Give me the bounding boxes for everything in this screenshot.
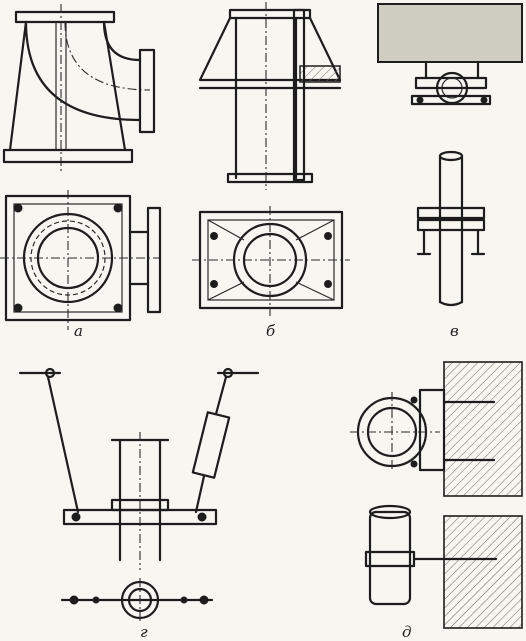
- g-plan-bolt: [92, 596, 100, 604]
- g-rod-right-lower: [194, 474, 206, 514]
- label-v: в: [450, 322, 459, 340]
- view-b-tee-support: б: [192, 2, 350, 340]
- b-bolt: [210, 280, 218, 288]
- b-plan-rib: [207, 281, 245, 301]
- v-concrete-slab: [377, 3, 523, 63]
- b-plan-rib: [207, 219, 245, 241]
- b-bolt: [210, 232, 218, 240]
- a-side-flange: [138, 48, 156, 134]
- a-bolt: [113, 303, 123, 313]
- b-plan-rib: [295, 281, 335, 301]
- v-pipe-bottom: [438, 300, 464, 307]
- d-pipe-side: [368, 510, 412, 606]
- view-a-elbow-support: а: [0, 4, 162, 340]
- d-wall-upper: [443, 361, 523, 497]
- a-bolt: [13, 203, 23, 213]
- a-plan-side-flange: [146, 206, 162, 314]
- g-bolt: [71, 512, 81, 522]
- d-bolt: [410, 460, 418, 468]
- label-g: г: [140, 623, 148, 641]
- a-leg-left: [8, 20, 28, 152]
- g-plan-pipe: [127, 587, 153, 613]
- v-pipe-bore: [441, 77, 463, 99]
- b-bracket-section: [299, 65, 341, 83]
- v-bolt: [480, 96, 488, 104]
- a-elbow-axis: [64, 21, 151, 91]
- g-plan-bolt: [199, 595, 209, 605]
- d-wall-lower: [443, 515, 523, 629]
- g-plan-bolt: [69, 595, 79, 605]
- a-bolt: [113, 203, 123, 213]
- b-bracket: [198, 16, 342, 82]
- b-bottom-flange: [226, 172, 314, 184]
- d-bolt: [410, 396, 418, 404]
- g-plan-bolt: [180, 596, 188, 604]
- g-rod-left: [46, 375, 80, 514]
- a-base-plate: [2, 148, 134, 164]
- v-collar-bottom: [416, 218, 486, 232]
- view-v-ceiling-clamp: в: [377, 3, 523, 340]
- v-clamp-bar: [414, 76, 488, 90]
- a-elbow-inner: [24, 20, 142, 122]
- a-top-flange: [14, 10, 116, 24]
- d-collar: [364, 550, 416, 568]
- g-anchor-eye: [44, 367, 56, 379]
- g-rod-right-upper: [214, 375, 228, 416]
- b-bolt: [324, 232, 332, 240]
- v-clamp-lower: [410, 94, 492, 106]
- g-anchor-eye: [222, 367, 234, 379]
- d-bracket-plate: [418, 388, 446, 472]
- b-column: [292, 8, 306, 182]
- g-turnbuckle: [191, 411, 231, 479]
- b-plan-rib: [295, 219, 335, 241]
- view-d-wall-bracket: д: [350, 361, 523, 641]
- b-bolt: [324, 280, 332, 288]
- view-g-suspension: г: [18, 367, 260, 641]
- g-bolt: [197, 512, 207, 522]
- v-pipe-top: [438, 150, 464, 162]
- d-pipe-top: [368, 504, 412, 520]
- a-leg-right: [102, 20, 127, 152]
- b-top-flange: [228, 8, 312, 20]
- v-collar-top: [416, 206, 486, 220]
- label-b: б: [266, 322, 276, 340]
- g-clamp-cap: [110, 498, 170, 512]
- label-d: д: [402, 623, 412, 641]
- v-bolt: [416, 96, 424, 104]
- label-a: а: [74, 322, 83, 340]
- a-bolt: [13, 303, 23, 313]
